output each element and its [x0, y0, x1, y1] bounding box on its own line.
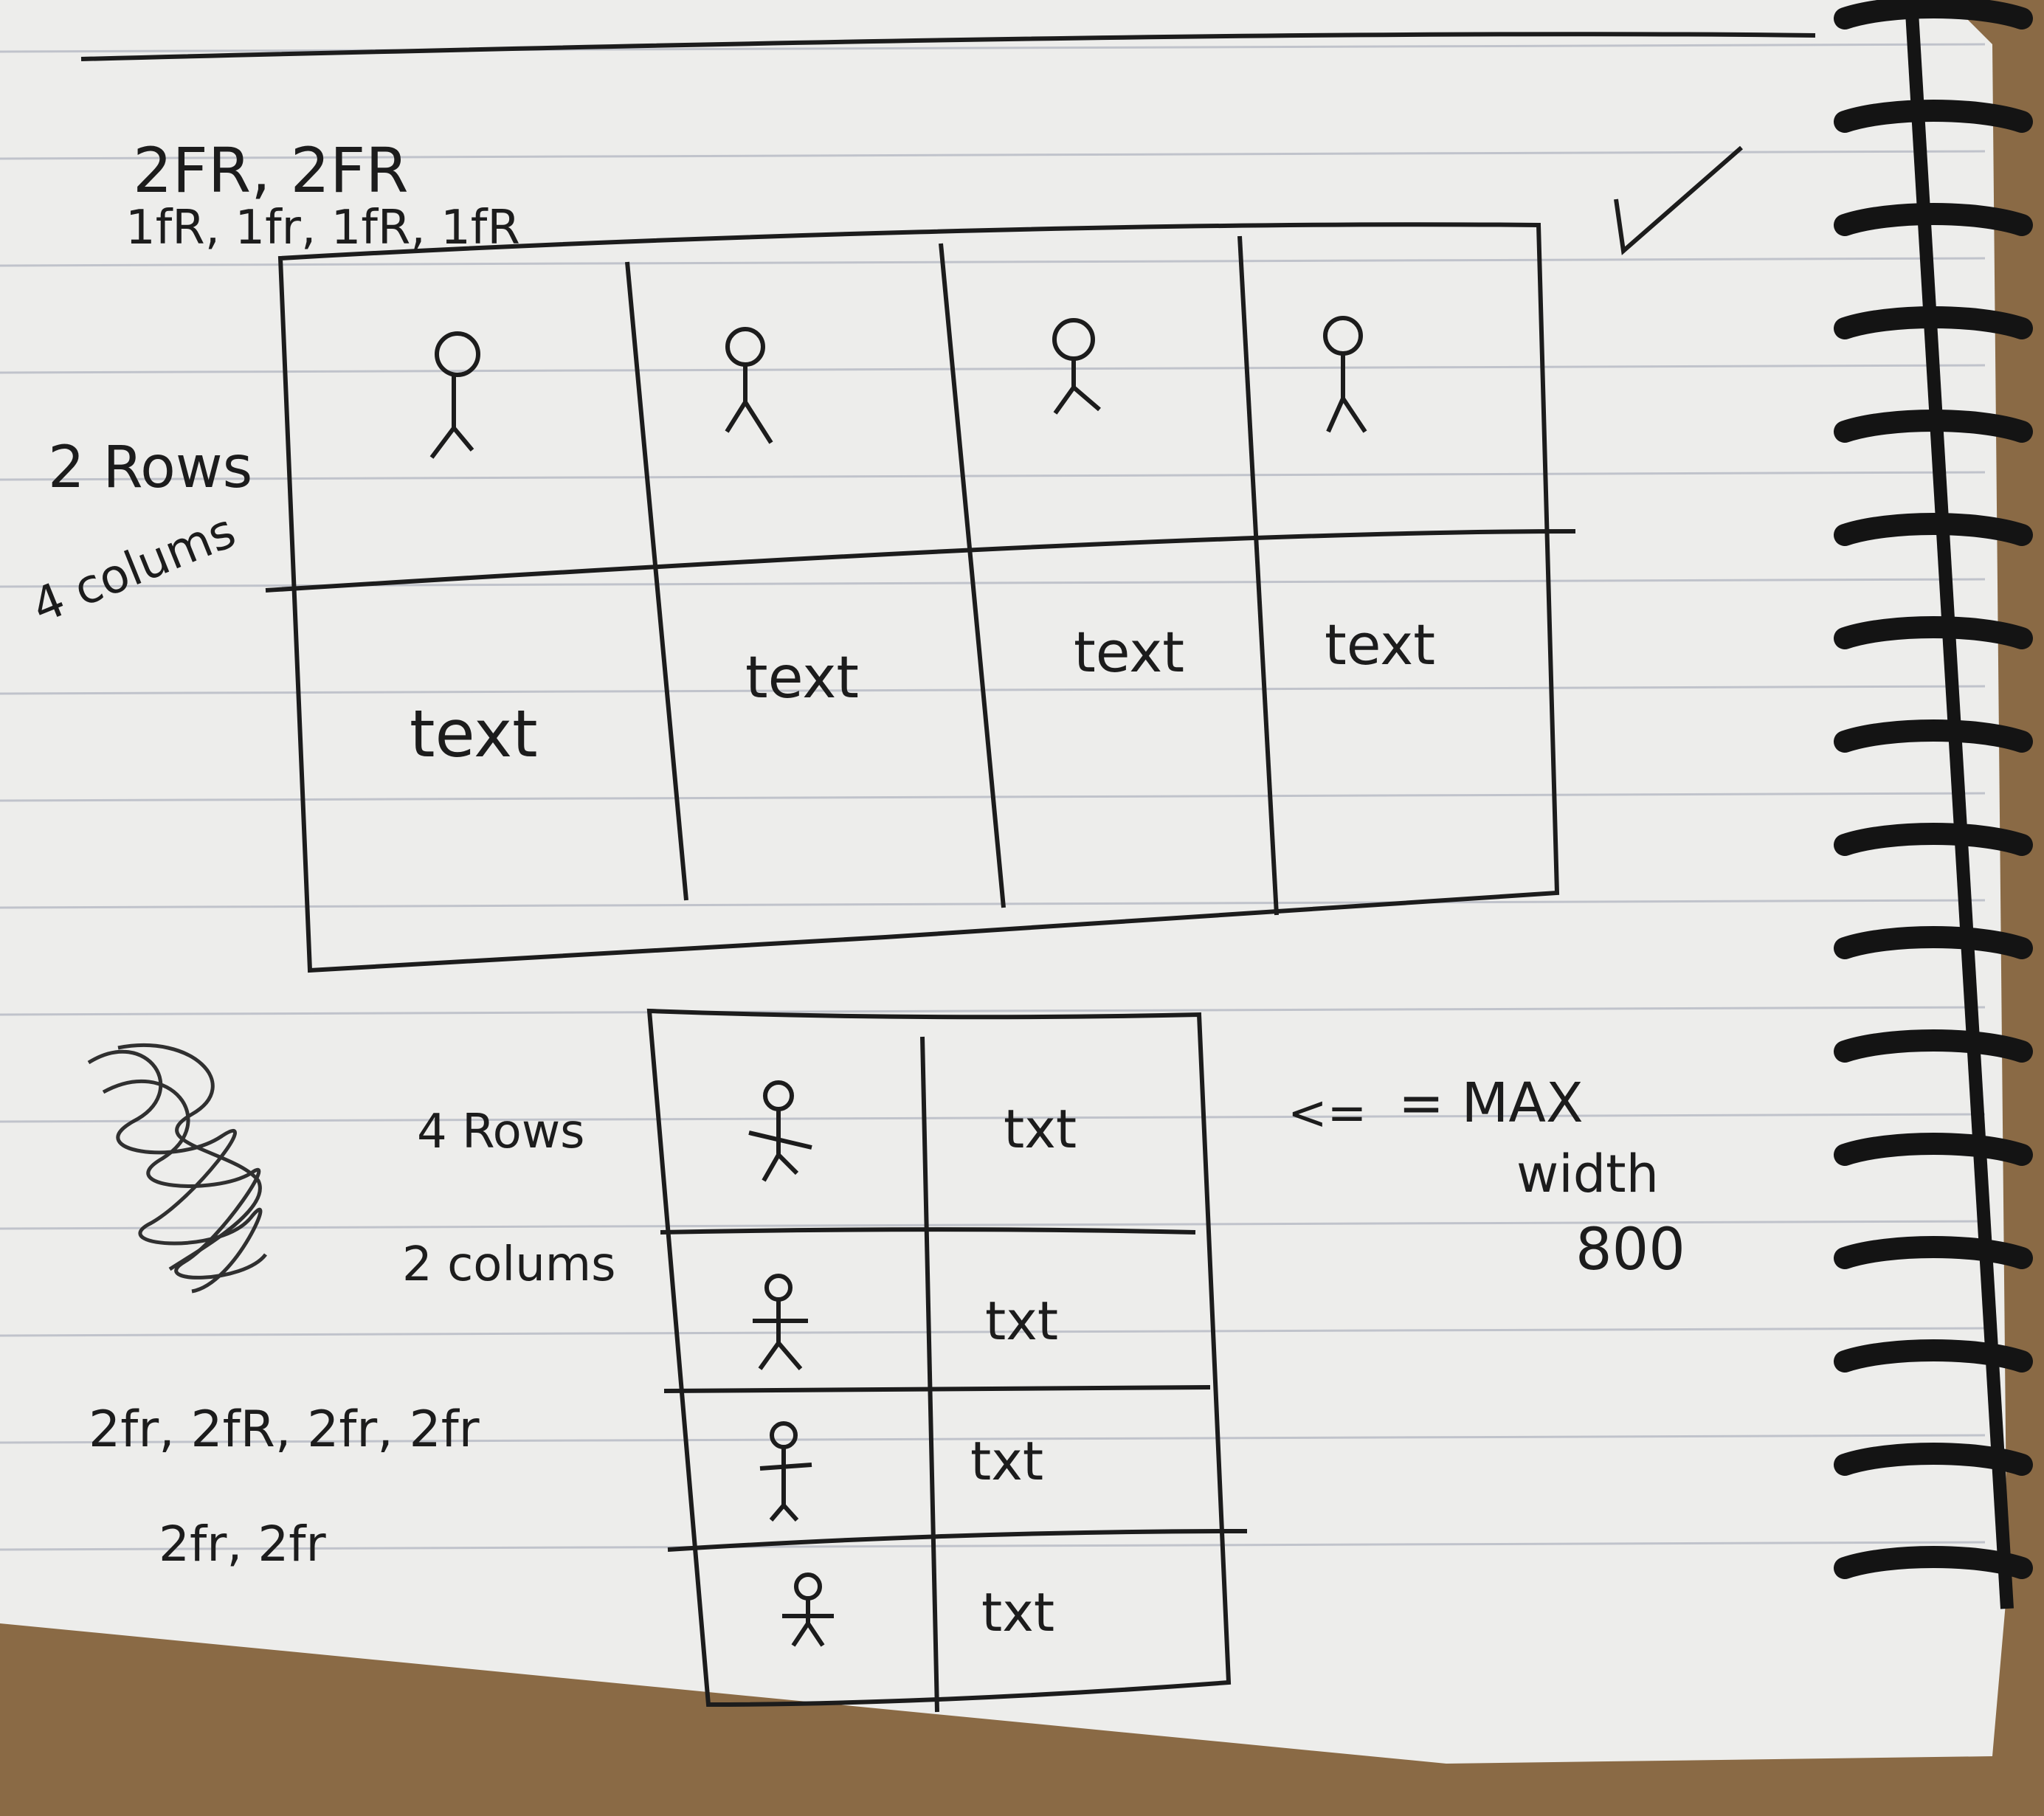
- top-grid-row-divider: [265, 529, 1576, 593]
- stick-figure-icon: [759, 1421, 812, 1522]
- bottom-rows-label: 4 Rows: [417, 1105, 585, 1159]
- top-rows-label: 2 Rows: [48, 435, 252, 501]
- top-cols-spec: 1fR, 1fr, 1fR, 1fR: [125, 201, 520, 255]
- top-grid-col-dividers: [625, 235, 1279, 916]
- stick-figure-icon: [748, 1080, 812, 1182]
- bottom-cell-text: txt: [981, 1581, 1054, 1643]
- bottom-cols-label: 2 colums: [402, 1237, 615, 1292]
- bottom-rows-spec: 2fr, 2fR, 2fr, 2fr: [89, 1401, 480, 1459]
- bottom-grid-dividers: [660, 1036, 1248, 1713]
- note-line3: 800: [1575, 1217, 1685, 1283]
- top-cell-text: text: [1325, 612, 1435, 677]
- top-cell-text: text: [410, 696, 538, 772]
- stick-figure-icon: [782, 1572, 834, 1647]
- ruled-lines: [0, 43, 1986, 1551]
- max-width-note: <= = MAX width 800: [1288, 1071, 1685, 1283]
- note-arrow: <=: [1288, 1086, 1367, 1141]
- top-rows-spec: 2FR, 2FR: [133, 134, 409, 207]
- stick-figure-icon: [753, 1274, 808, 1370]
- bottom-grid-frame: [646, 1008, 1232, 1708]
- bottom-grid-sketch: 4 Rows 2 colums 2fr, 2fR, 2fr, 2fr 2fr, …: [89, 1008, 1248, 1713]
- stick-figure-icon: [429, 331, 480, 459]
- note-line1: = MAX: [1398, 1071, 1584, 1135]
- bottom-cell-text: txt: [985, 1290, 1058, 1352]
- bottom-cell-text: txt: [970, 1430, 1043, 1492]
- bottom-cell-text: txt: [1004, 1098, 1077, 1160]
- stick-figure-icon: [1323, 316, 1367, 433]
- top-cell-text: text: [745, 645, 859, 711]
- check-mark: [1614, 145, 1743, 255]
- top-pen-line: [80, 32, 1816, 61]
- bottom-cols-spec: 2fr, 2fr: [159, 1516, 327, 1572]
- paper-sheet: [0, 0, 2007, 1764]
- note-line2: width: [1516, 1144, 1659, 1204]
- top-cell-text: text: [1074, 619, 1184, 685]
- stick-figure-icon: [725, 327, 773, 444]
- spiral-binding: [1834, 0, 2033, 1609]
- top-grid-frame: [277, 222, 1560, 973]
- scribble: [87, 1043, 267, 1294]
- stick-figure-icon: [1052, 318, 1101, 415]
